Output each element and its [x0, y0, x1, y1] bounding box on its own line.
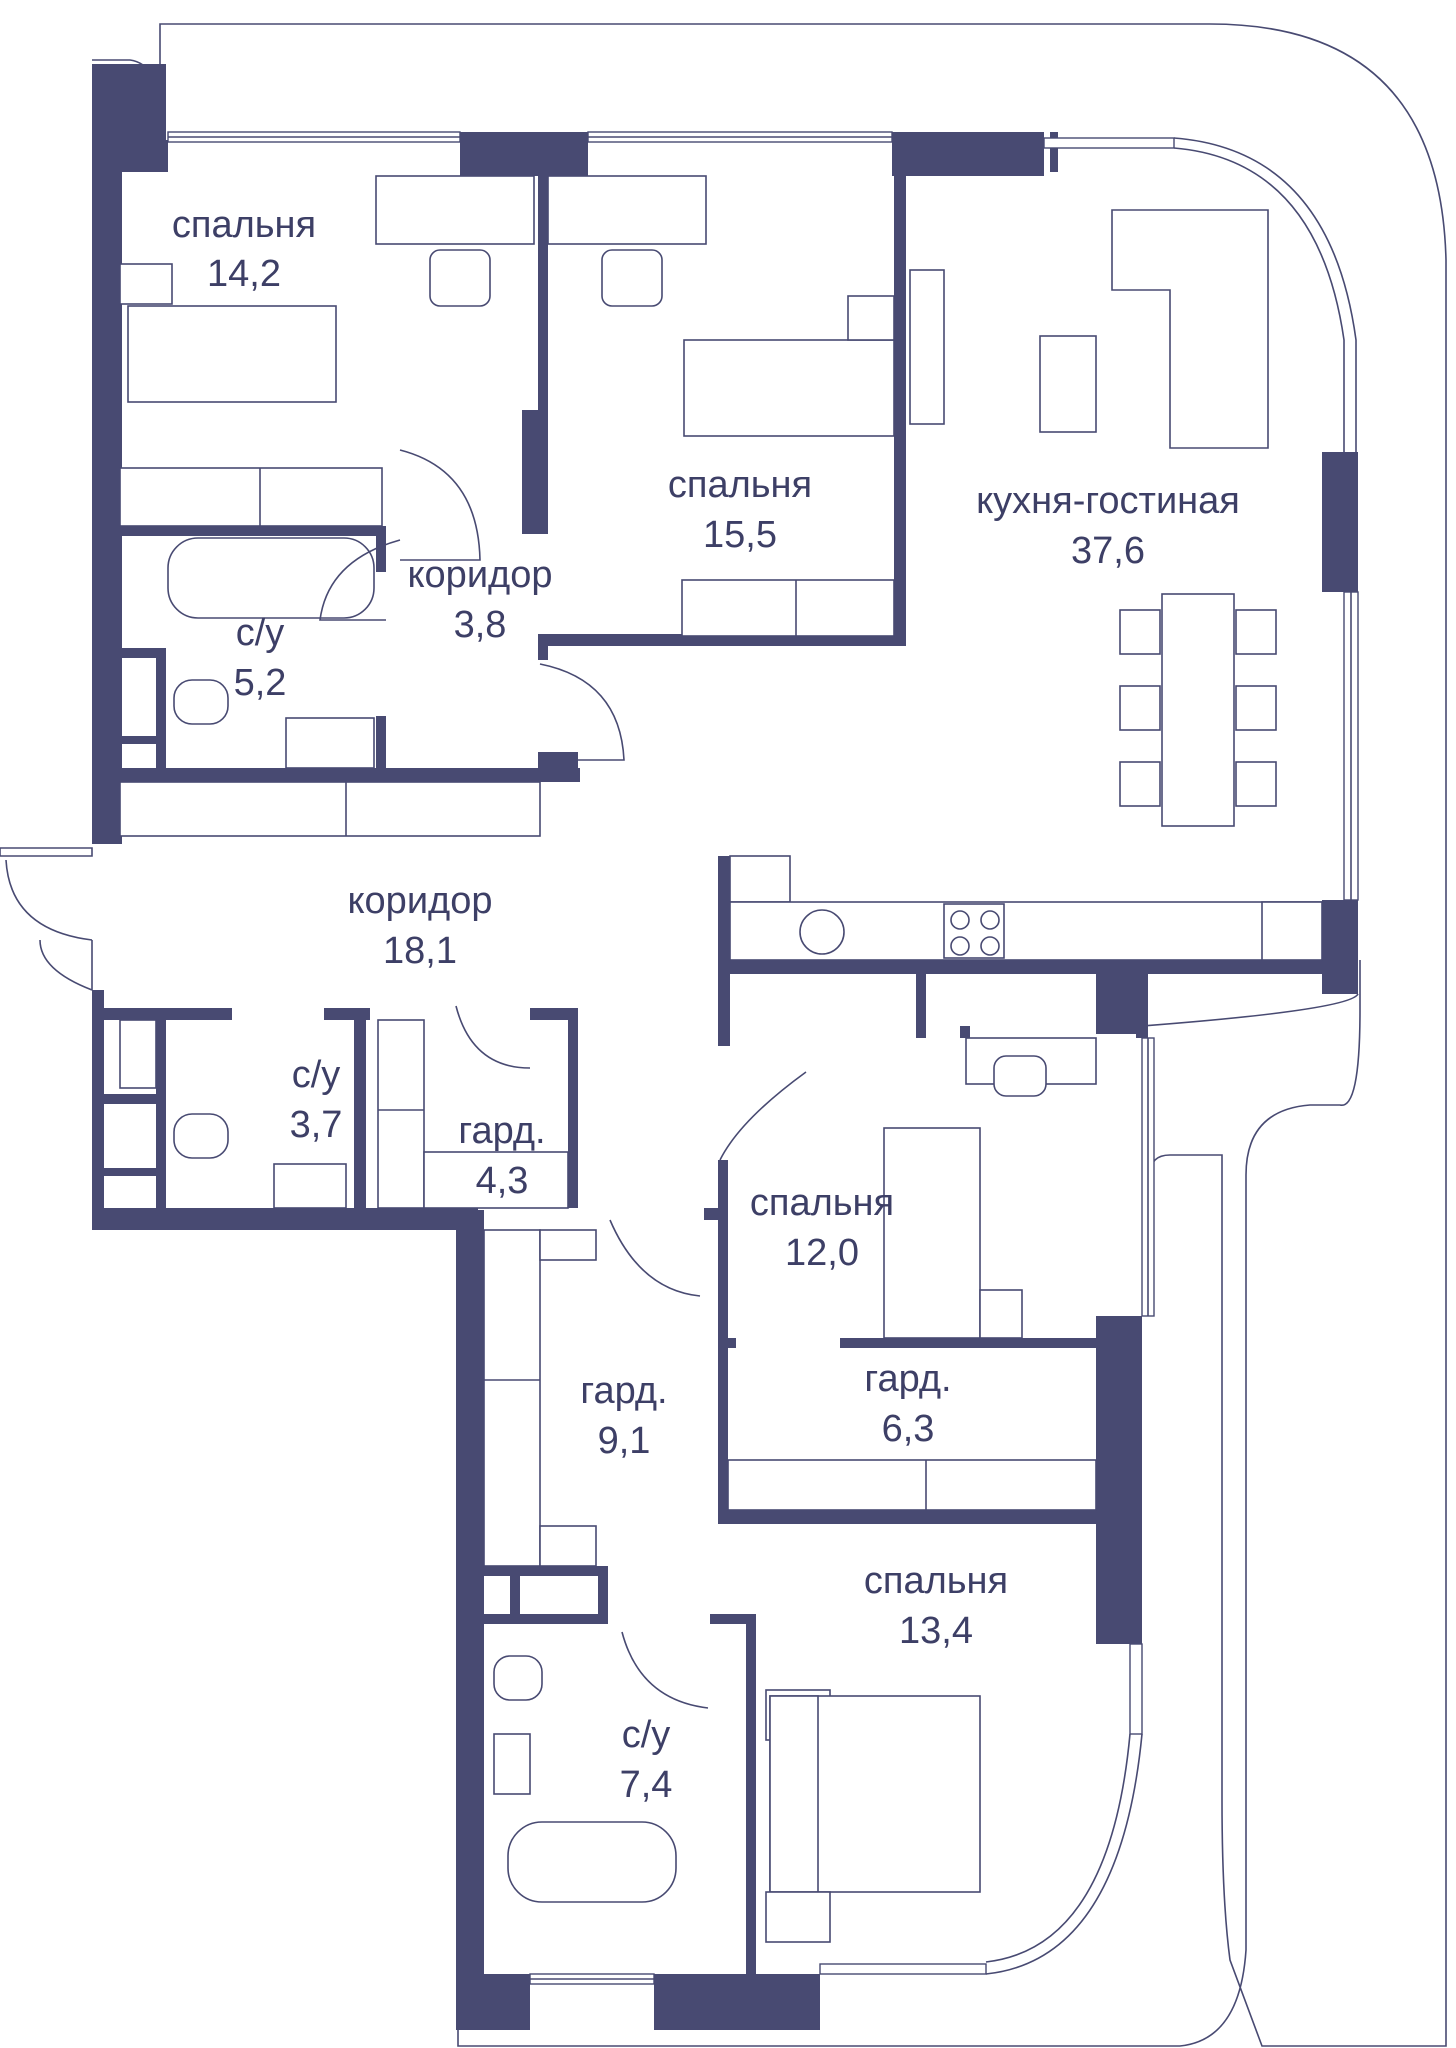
room-name-corridor-small: коридор: [408, 554, 553, 596]
room-name-bathroom-2: с/у: [292, 1054, 341, 1096]
walls: [92, 64, 1358, 2030]
room-name-corridor-main: коридор: [348, 880, 493, 922]
room-area-bathroom-1: 5,2: [234, 662, 287, 704]
room-labels: спальня 14,2 спальня 15,5 кухня-гостиная…: [172, 204, 1240, 1806]
room-name-wardrobe-3: гард.: [864, 1358, 951, 1400]
room-name-bedroom-2: спальня: [668, 464, 812, 506]
room-area-wardrobe-2: 9,1: [598, 1420, 651, 1462]
room-area-bathroom-3: 7,4: [620, 1764, 673, 1806]
room-name-bathroom-1: с/у: [236, 612, 285, 654]
room-area-bedroom-4: 13,4: [899, 1610, 973, 1652]
room-area-wardrobe-3: 6,3: [882, 1408, 935, 1450]
room-area-bedroom-2: 15,5: [703, 514, 777, 556]
room-name-kitchen-living: кухня-гостиная: [976, 480, 1240, 522]
room-area-bathroom-2: 3,7: [290, 1104, 343, 1146]
terrace-outline-bottom: [457, 960, 1361, 2047]
room-name-bedroom-3: спальня: [750, 1182, 894, 1224]
room-name-wardrobe-1: гард.: [458, 1110, 545, 1152]
room-name-bedroom-1: спальня: [172, 204, 316, 246]
room-area-corridor-main: 18,1: [383, 930, 457, 972]
windows: [0, 131, 1359, 1985]
room-name-bathroom-3: с/у: [622, 1714, 671, 1756]
room-area-corridor-small: 3,8: [454, 604, 507, 646]
room-area-bedroom-3: 12,0: [785, 1232, 859, 1274]
room-area-wardrobe-1: 4,3: [476, 1160, 529, 1202]
furniture: [119, 175, 1323, 1943]
room-area-kitchen-living: 37,6: [1071, 530, 1145, 572]
room-name-bedroom-4: спальня: [864, 1560, 1008, 1602]
doors: [319, 449, 807, 1709]
room-area-bedroom-1: 14,2: [207, 253, 281, 295]
room-name-wardrobe-2: гард.: [580, 1370, 667, 1412]
